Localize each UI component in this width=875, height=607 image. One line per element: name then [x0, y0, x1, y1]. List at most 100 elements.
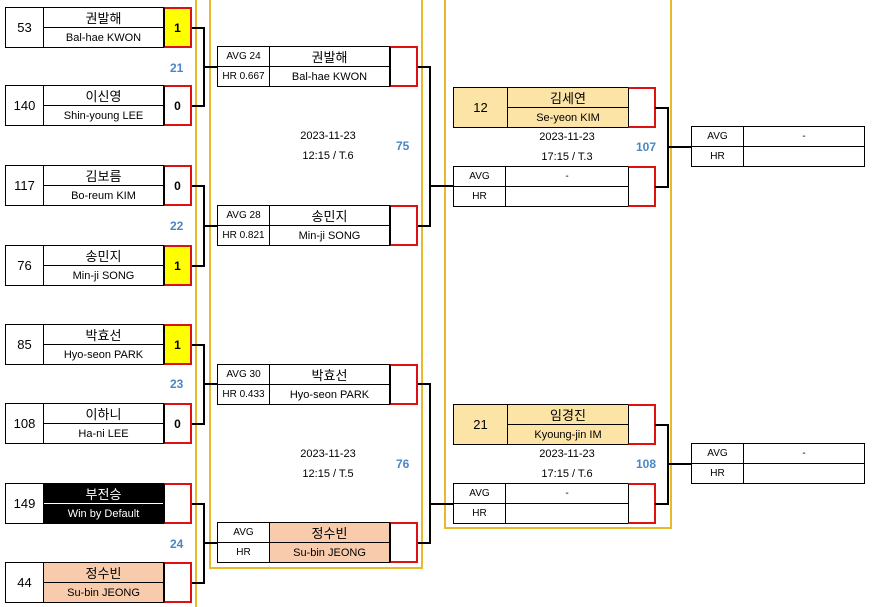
bracket-connector: [429, 66, 431, 227]
score-box: 1: [164, 245, 192, 286]
score-box: [164, 562, 192, 603]
player-card[interactable]: 108 이하니 Ha-ni LEE: [5, 403, 164, 444]
column-divider-left: [195, 0, 197, 607]
player-stat-card[interactable]: AVG 30 HR 0.433 박효선 Hyo-seon PARK: [217, 364, 390, 405]
bracket-connector: [418, 225, 430, 227]
player-stat-card[interactable]: AVG 24 HR 0.667 권발해 Bal-hae KWON: [217, 46, 390, 87]
player-korean-name: 이신영: [44, 86, 163, 106]
score-box: [628, 483, 656, 524]
player-card[interactable]: 53 권발해 Bal-hae KWON: [5, 7, 164, 48]
player-korean-name: 박효선: [44, 325, 163, 345]
hr-label: HR: [692, 147, 744, 166]
match-number: 108: [636, 457, 657, 471]
avg-value: AVG 30: [218, 365, 269, 385]
pending-player-card[interactable]: AVG - HR: [453, 483, 629, 524]
player-card-bye[interactable]: 149 부전승 Win by Default: [5, 483, 164, 524]
hr-value: HR 0.821: [222, 230, 265, 241]
score-box: 1: [164, 324, 192, 365]
avg-value: -: [802, 131, 806, 142]
avg-value: -: [565, 488, 569, 499]
score-box: 1: [164, 7, 192, 48]
avg-value: -: [565, 171, 569, 182]
bracket-connector: [203, 383, 217, 385]
bracket-connector: [192, 423, 204, 425]
hr-value: [744, 147, 864, 166]
player-seed: 76: [6, 246, 44, 285]
bracket-connector: [192, 503, 204, 505]
bracket-connector: [192, 27, 204, 29]
player-card[interactable]: 117 김보름 Bo-reum KIM: [5, 165, 164, 206]
match-time-table: 17:15 / T.6: [541, 468, 593, 480]
player-korean-name: 김보름: [44, 166, 163, 186]
match-time-table: 12:15 / T.5: [302, 468, 354, 480]
match-datetime: 2023-11-23 12:15 / T.6: [268, 126, 388, 166]
match-time-table: 12:15 / T.6: [302, 150, 354, 162]
player-english-name: Ha-ni LEE: [78, 427, 129, 440]
hr-value: [506, 187, 628, 206]
bracket-connector: [192, 265, 204, 267]
player-korean-name: 송민지: [44, 246, 163, 266]
bracket-connector: [655, 107, 668, 109]
player-seed: 12: [454, 88, 508, 127]
player-card[interactable]: 76 송민지 Min-ji SONG: [5, 245, 164, 286]
bracket-connector: [203, 542, 217, 544]
player-card-seeded[interactable]: 21 임경진 Kyoung-jin IM: [453, 404, 629, 445]
score-box: [628, 87, 656, 128]
match-time-table: 17:15 / T.3: [541, 151, 593, 163]
bracket-connector: [203, 66, 217, 68]
player-english-name: Bo-reum KIM: [71, 189, 136, 202]
player-english-name: Se-yeon KIM: [536, 111, 600, 124]
bracket-connector: [655, 424, 668, 426]
bracket-connector: [429, 503, 453, 505]
hr-value: HR: [236, 547, 251, 558]
player-korean-name: 권발해: [270, 47, 389, 67]
player-stat-card[interactable]: AVG HR 정수빈 Su-bin JEONG: [217, 522, 390, 563]
player-seed: 140: [6, 86, 44, 125]
match-date: 2023-11-23: [300, 130, 356, 142]
round2-frame: [209, 0, 423, 569]
match-datetime: 2023-11-23 17:15 / T.3: [507, 127, 627, 167]
score-box: [390, 205, 418, 246]
match-number: 24: [170, 537, 184, 551]
hr-value: [744, 464, 864, 483]
score-box: [390, 46, 418, 87]
bracket-connector: [429, 383, 431, 544]
avg-label: AVG: [692, 127, 744, 146]
hr-label: HR: [692, 464, 744, 483]
pending-player-card[interactable]: AVG - HR: [691, 126, 865, 167]
bracket-connector: [418, 542, 430, 544]
player-english-name: Bal-hae KWON: [65, 31, 142, 44]
score-box: 0: [164, 403, 192, 444]
bracket-connector: [655, 186, 668, 188]
player-english-name: Kyoung-jin IM: [534, 428, 602, 441]
player-card[interactable]: 44 정수빈 Su-bin JEONG: [5, 562, 164, 603]
score-box: 0: [164, 165, 192, 206]
player-english-name: Shin-young LEE: [63, 109, 144, 122]
player-card-seeded[interactable]: 12 김세연 Se-yeon KIM: [453, 87, 629, 128]
player-seed: 149: [6, 484, 44, 523]
score-box: [390, 522, 418, 563]
player-english-name: Su-bin JEONG: [67, 586, 140, 599]
avg-value: -: [802, 448, 806, 459]
pending-player-card[interactable]: AVG - HR: [453, 166, 629, 207]
player-card[interactable]: 85 박효선 Hyo-seon PARK: [5, 324, 164, 365]
player-card[interactable]: 140 이신영 Shin-young LEE: [5, 85, 164, 126]
player-english-name: Min-ji SONG: [298, 229, 361, 242]
bracket-connector: [203, 225, 217, 227]
player-seed: 108: [6, 404, 44, 443]
player-stat-card[interactable]: AVG 28 HR 0.821 송민지 Min-ji SONG: [217, 205, 390, 246]
score-box: [390, 364, 418, 405]
match-date: 2023-11-23: [539, 131, 595, 143]
pending-player-card[interactable]: AVG - HR: [691, 443, 865, 484]
hr-value: [506, 504, 628, 523]
match-date: 2023-11-23: [300, 448, 356, 460]
match-number: 75: [396, 139, 410, 153]
player-korean-name: 권발해: [44, 8, 163, 28]
score-box: [164, 483, 192, 524]
avg-value: AVG 24: [218, 47, 269, 67]
player-seed: 21: [454, 405, 508, 444]
score-box: 0: [164, 85, 192, 126]
match-number: 23: [170, 377, 184, 391]
score-box: [628, 166, 656, 207]
bracket-connector: [192, 344, 204, 346]
